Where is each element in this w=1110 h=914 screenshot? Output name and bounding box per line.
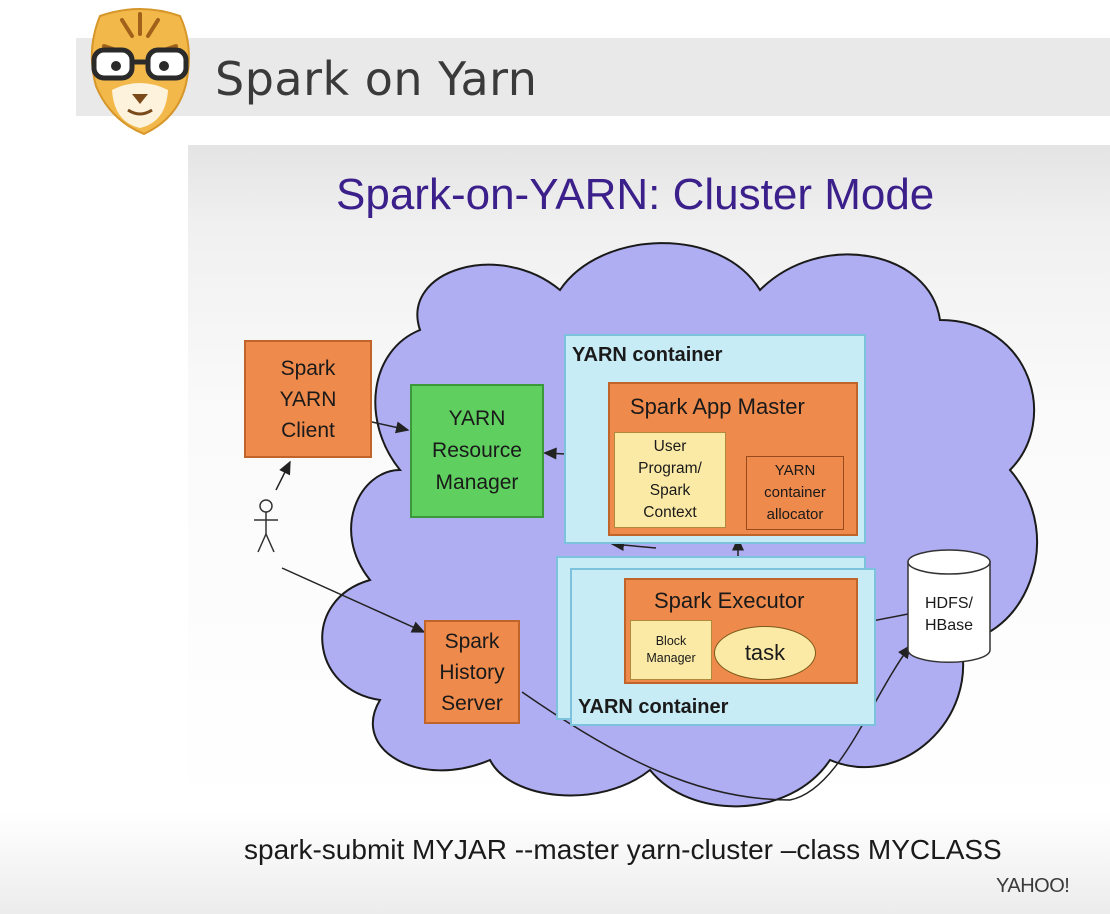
block-manager-box: Block Manager [630, 620, 712, 680]
rm-line-3: Manager [435, 471, 519, 494]
history-line-2: History [439, 660, 505, 684]
client-line-3: Client [281, 418, 335, 442]
history-line-3: Server [441, 691, 503, 715]
user-program-line-1: User [653, 438, 687, 455]
yahoo-brand: YAHOO! [996, 875, 1070, 897]
user-program-line-2: Program/ [638, 460, 702, 477]
rm-line-1: YARN [448, 407, 506, 430]
task-label: task [744, 640, 786, 665]
slide-title: Spark on Yarn [215, 52, 538, 106]
spark-yarn-client-box: Spark YARN Client [244, 340, 372, 458]
spark-submit-command: spark-submit MYJAR --master yarn-cluster… [244, 834, 1002, 865]
app-master-title: Spark App Master [630, 394, 805, 419]
yarn-container-bottom-label: YARN container [578, 696, 729, 718]
allocator-line-3: allocator [766, 506, 824, 523]
footer-band [0, 812, 1110, 914]
yarn-resource-manager-box: YARN Resource Manager [410, 384, 544, 518]
yarn-container-top-label: YARN container [572, 344, 723, 366]
executor-title: Spark Executor [654, 588, 805, 613]
slide-header-bar [76, 38, 1110, 116]
hdfs-hbase-label: HDFS/ HBase [910, 588, 988, 642]
user-program-line-3: Spark [649, 482, 691, 499]
tiger-logo-icon [90, 8, 190, 136]
spark-history-server-box: Spark History Server [424, 620, 520, 724]
user-program-box: User Program/ Spark Context [614, 432, 726, 528]
diagram-title: Spark-on-YARN: Cluster Mode [336, 170, 935, 219]
task-ellipse: task [714, 626, 816, 680]
allocator-line-1: YARN [774, 462, 816, 479]
storage-line-1: HDFS/ [925, 595, 973, 612]
client-line-2: YARN [279, 387, 337, 411]
user-program-line-4: Context [643, 504, 697, 521]
container-allocator-box: YARN container allocator [746, 456, 844, 530]
client-line-1: Spark [280, 356, 336, 380]
block-manager-line-1: Block [655, 634, 687, 648]
allocator-line-2: container [764, 484, 826, 501]
hdfs-cylinder-icon [907, 549, 991, 664]
block-manager-line-2: Manager [646, 651, 696, 665]
storage-line-2: HBase [924, 617, 974, 634]
rm-line-2: Resource [432, 439, 522, 462]
history-line-1: Spark [444, 629, 500, 653]
user-figure-icon [254, 499, 278, 553]
